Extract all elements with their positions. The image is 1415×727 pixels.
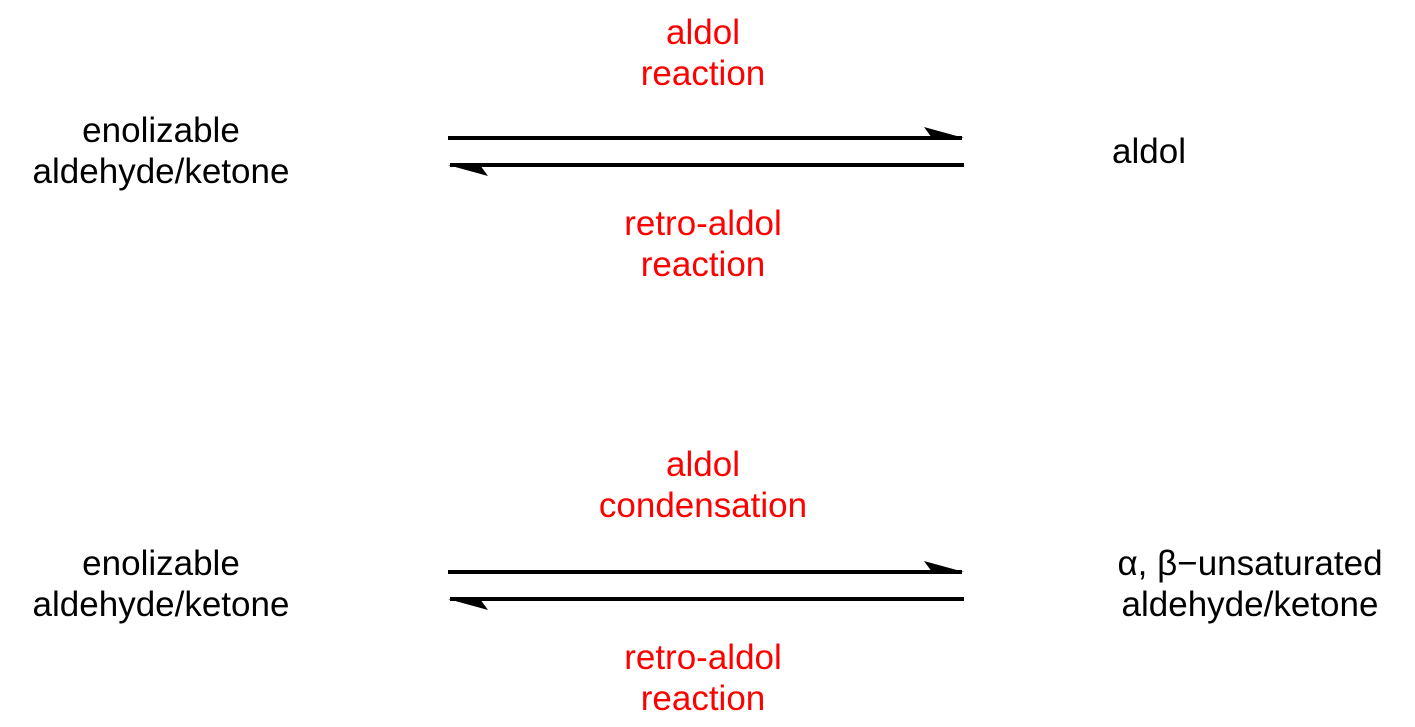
scheme-2-reactant: enolizable aldehyde/ketone bbox=[33, 543, 290, 625]
scheme-1-reactant: enolizable aldehyde/ketone bbox=[33, 110, 290, 192]
reverse-arrow-head bbox=[448, 599, 488, 610]
product-line: α, β−unsaturated bbox=[1117, 544, 1383, 583]
forward-arrow-head bbox=[924, 561, 964, 572]
scheme-2-reverse-label: retro-aldol reaction bbox=[624, 637, 782, 719]
reverse-label-line: reaction bbox=[640, 679, 766, 718]
reactant-line: aldehyde/ketone bbox=[32, 152, 290, 191]
scheme-2-forward-label: aldol condensation bbox=[599, 444, 807, 526]
scheme-1-product: aldol bbox=[1112, 131, 1186, 172]
scheme-1-arrows bbox=[448, 127, 964, 176]
reactant-line: enolizable bbox=[82, 544, 240, 583]
reverse-label-line: retro-aldol bbox=[624, 204, 782, 243]
scheme-2-arrows bbox=[448, 561, 964, 610]
forward-arrow-head bbox=[924, 127, 964, 138]
reverse-arrow-head bbox=[448, 165, 488, 176]
scheme-1-forward-label: aldol reaction bbox=[641, 12, 766, 94]
reverse-label-line: retro-aldol bbox=[624, 638, 782, 677]
reactant-line: aldehyde/ketone bbox=[32, 585, 290, 624]
reverse-label-line: reaction bbox=[640, 245, 766, 284]
forward-label-line: aldol bbox=[666, 13, 740, 52]
scheme-2-product: α, β−unsaturated aldehyde/ketone bbox=[1117, 543, 1382, 625]
forward-label-line: aldol bbox=[666, 445, 740, 484]
forward-label-line: reaction bbox=[640, 54, 766, 93]
forward-label-line: condensation bbox=[598, 486, 808, 525]
scheme-1-reverse-label: retro-aldol reaction bbox=[624, 203, 782, 285]
reactant-line: enolizable bbox=[82, 111, 240, 150]
product-line: aldehyde/ketone bbox=[1121, 585, 1379, 624]
product-line: aldol bbox=[1112, 132, 1186, 171]
